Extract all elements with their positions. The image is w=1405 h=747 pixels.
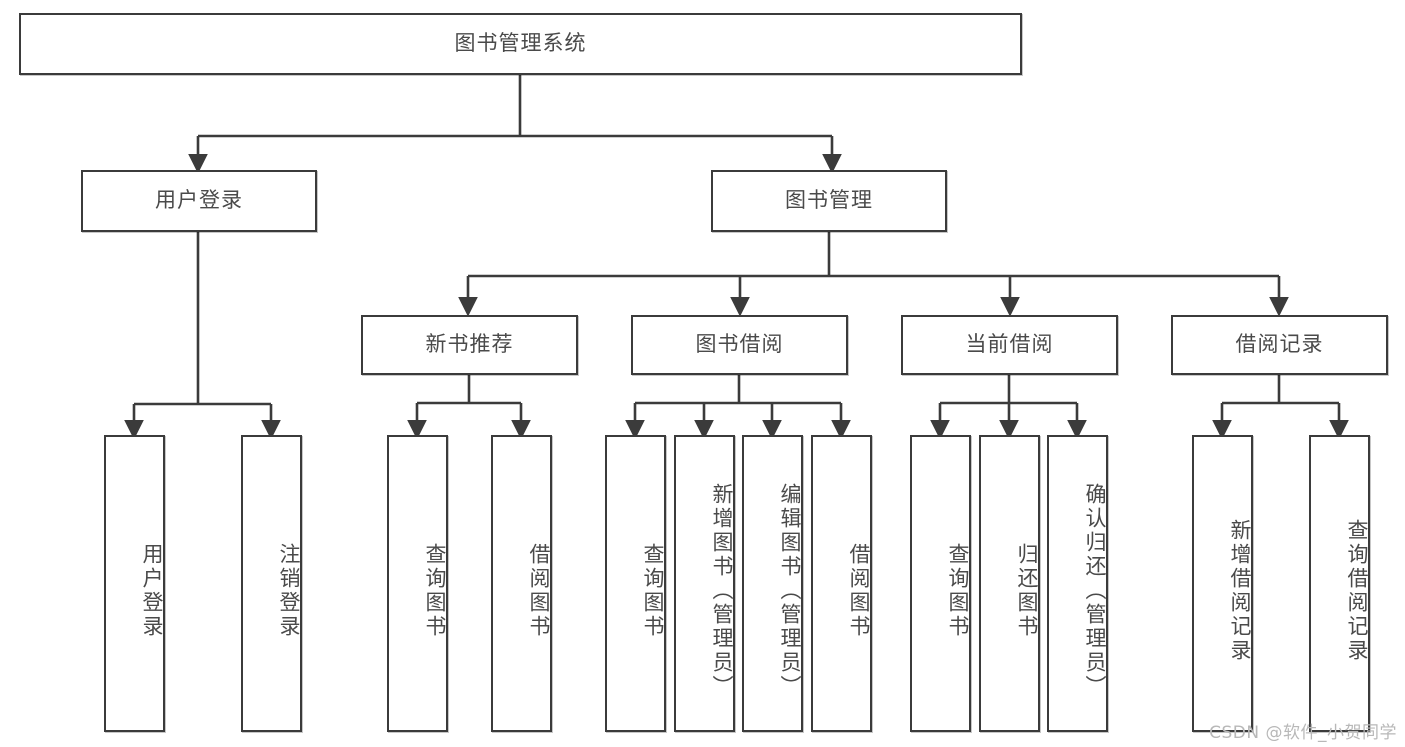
node-book-management-label: 图书管理 <box>785 188 873 213</box>
leaf-edit-book-admin-label: 编辑图书（管理员） <box>778 482 802 699</box>
node-book-borrow[interactable]: 图书借阅 <box>631 315 848 375</box>
leaf-query-book-newbook[interactable]: 查询图书 <box>387 435 448 732</box>
node-borrow-records[interactable]: 借阅记录 <box>1171 315 1388 375</box>
node-new-book-recommend-label: 新书推荐 <box>425 332 514 357</box>
node-new-book-recommend[interactable]: 新书推荐 <box>361 315 578 375</box>
leaf-query-book-current[interactable]: 查询图书 <box>910 435 971 732</box>
node-borrow-records-label: 借阅记录 <box>1235 332 1324 357</box>
leaf-confirm-return-admin[interactable]: 确认归还（管理员） <box>1047 435 1108 732</box>
node-root-label: 图书管理系统 <box>454 31 587 56</box>
leaf-borrow-book-label: 借阅图书 <box>847 542 871 639</box>
leaf-borrow-book-newbook-label: 借阅图书 <box>527 542 551 639</box>
node-current-borrow[interactable]: 当前借阅 <box>901 315 1118 375</box>
leaf-add-book-admin-label: 新增图书（管理员） <box>710 482 734 699</box>
leaf-query-book-current-label: 查询图书 <box>946 542 970 639</box>
node-current-borrow-label: 当前借阅 <box>965 332 1054 357</box>
leaf-edit-book-admin[interactable]: 编辑图书（管理员） <box>742 435 803 732</box>
node-user-login[interactable]: 用户登录 <box>81 170 317 232</box>
leaf-add-book-admin[interactable]: 新增图书（管理员） <box>674 435 735 732</box>
leaf-logout[interactable]: 注销登录 <box>241 435 302 732</box>
leaf-borrow-book[interactable]: 借阅图书 <box>811 435 872 732</box>
leaf-query-book-newbook-label: 查询图书 <box>423 542 447 639</box>
leaf-query-borrow-record[interactable]: 查询借阅记录 <box>1309 435 1370 732</box>
leaf-query-book-borrow-label: 查询图书 <box>641 542 665 639</box>
leaf-query-book-borrow[interactable]: 查询图书 <box>605 435 666 732</box>
watermark: CSDN @软件_小贺同学 <box>1209 723 1397 743</box>
leaf-user-login[interactable]: 用户登录 <box>104 435 165 732</box>
leaf-return-book-label: 归还图书 <box>1015 542 1039 639</box>
leaf-borrow-book-newbook[interactable]: 借阅图书 <box>491 435 552 732</box>
node-book-management[interactable]: 图书管理 <box>711 170 947 232</box>
leaf-add-borrow-record[interactable]: 新增借阅记录 <box>1192 435 1253 732</box>
leaf-confirm-return-admin-label: 确认归还（管理员） <box>1083 482 1107 699</box>
leaf-query-borrow-record-label: 查询借阅记录 <box>1345 518 1369 663</box>
leaf-logout-label: 注销登录 <box>277 542 301 639</box>
leaf-return-book[interactable]: 归还图书 <box>979 435 1040 732</box>
node-user-login-label: 用户登录 <box>155 188 243 213</box>
leaf-add-borrow-record-label: 新增借阅记录 <box>1228 518 1252 663</box>
node-root[interactable]: 图书管理系统 <box>19 13 1022 75</box>
node-book-borrow-label: 图书借阅 <box>695 332 784 357</box>
leaf-user-login-label: 用户登录 <box>140 542 164 639</box>
